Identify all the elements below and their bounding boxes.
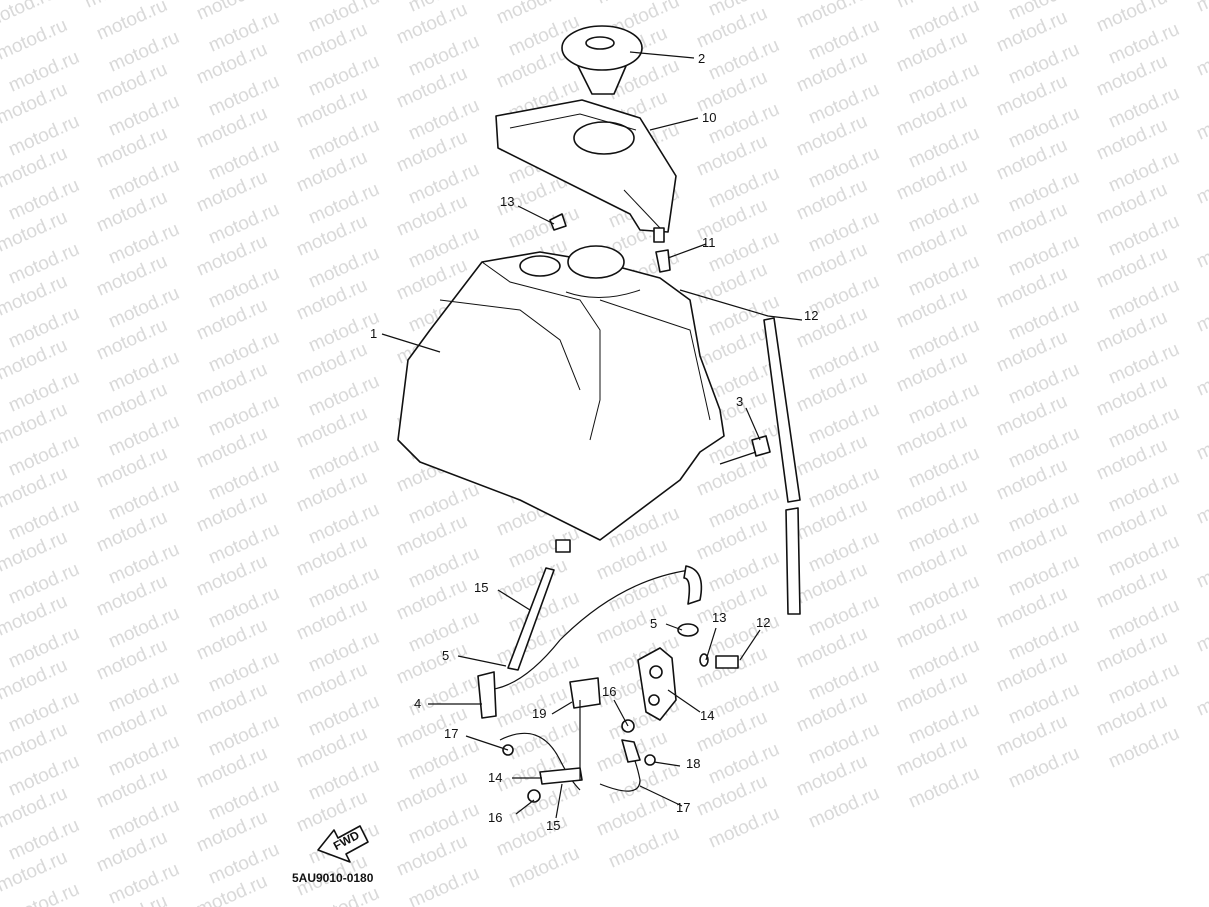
fuel-cock — [637, 647, 677, 721]
callout-1: 1 — [370, 326, 377, 341]
watermark-text: motod.ru — [1193, 351, 1209, 401]
callout-3: 3 — [736, 394, 743, 409]
watermark-text: motod.ru — [1193, 31, 1209, 81]
clip — [527, 789, 541, 803]
fuel-tank — [397, 245, 725, 553]
watermark-text: motod.ru — [1193, 607, 1209, 657]
watermark-text: motod.ru — [1193, 415, 1209, 465]
callout-5-right: 5 — [650, 616, 657, 631]
watermark-text: motod.ru — [1193, 0, 1209, 17]
callout-15: 15 — [546, 818, 560, 833]
screw — [715, 655, 739, 669]
callout-18-left: 17 — [444, 726, 458, 741]
fuel-strainer — [507, 567, 555, 671]
callout-12: 12 — [756, 615, 770, 630]
callout-2: 2 — [698, 51, 705, 66]
washer — [699, 653, 709, 667]
callout-11: 15 — [474, 580, 488, 595]
callout-10: 14 — [700, 708, 714, 723]
diagram-code: 5AU9010-0180 — [292, 871, 374, 885]
breather-fitting — [655, 249, 671, 273]
watermark-text: motod.ru — [1193, 287, 1209, 337]
callout-7: 11 — [702, 235, 716, 250]
callout-14: 14 — [488, 770, 502, 785]
drain-hose — [499, 732, 641, 792]
callout-16-lower: 16 — [488, 810, 502, 825]
callout-6: 10 — [702, 110, 716, 125]
watermark-text: motod.ru — [1193, 95, 1209, 145]
callout-19: 19 — [532, 706, 546, 721]
callout-13: 13 — [712, 610, 726, 625]
callout-16-upper: 16 — [602, 684, 616, 699]
watermark-text: motod.ru — [1193, 223, 1209, 273]
breather-hose — [763, 317, 801, 615]
callout-labels: 2 10 13 11 1 12 3 15 5 13 12 5 16 4 19 1… — [370, 51, 818, 833]
callout-5-left: 5 — [442, 648, 449, 663]
callout-17: 17 — [676, 800, 690, 815]
callout-4: 4 — [414, 696, 421, 711]
callout-8: 12 — [804, 308, 818, 323]
grommet — [549, 213, 567, 231]
callout-9: 13 — [500, 194, 514, 209]
hose-clip — [677, 623, 699, 637]
tank-cover — [495, 99, 677, 243]
fuel-cap — [561, 25, 643, 95]
cap — [569, 677, 601, 709]
clamp — [644, 754, 656, 766]
watermark-text: motod.ru — [1193, 543, 1209, 593]
callout-18-right: 18 — [686, 756, 700, 771]
watermark-text: motod.ru — [1193, 159, 1209, 209]
watermark-text: motod.ru — [1193, 479, 1209, 529]
bolt — [751, 435, 771, 457]
watermark-text: motod.ru — [1193, 671, 1209, 721]
leader-lines — [381, 51, 803, 819]
